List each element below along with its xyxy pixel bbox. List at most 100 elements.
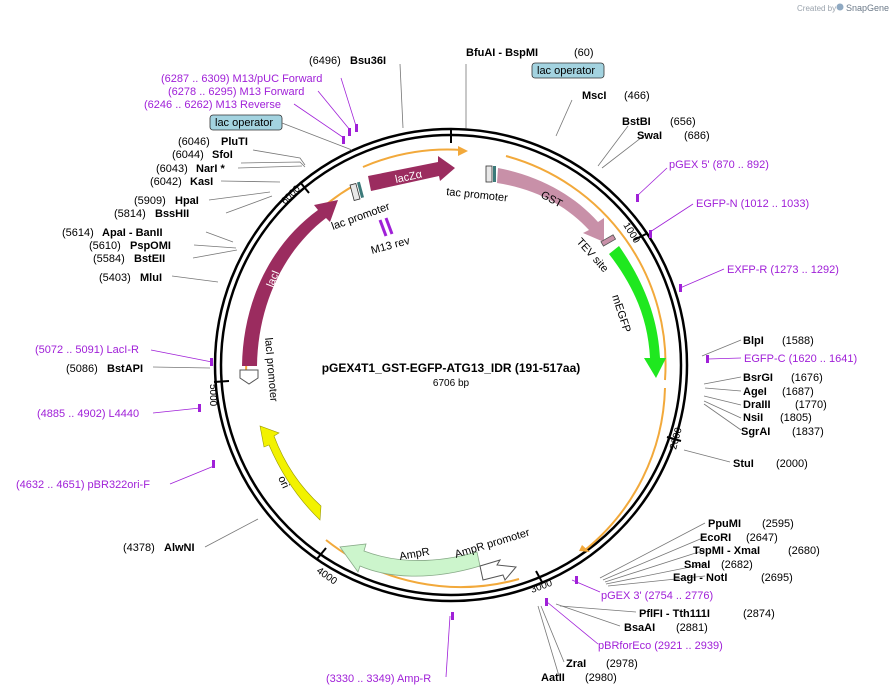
- feature-laci-promoter-label: lacI promoter: [262, 337, 280, 402]
- branding-name: SnapGene: [846, 3, 889, 13]
- site-blpi-pos: (1588): [782, 335, 814, 347]
- feature-laci-promoter[interactable]: lacI promoter: [239, 337, 280, 403]
- lac-operator-2[interactable]: lac operator: [531, 62, 605, 79]
- site-blpi[interactable]: BlpI: [743, 335, 764, 347]
- site-stui[interactable]: StuI: [733, 458, 754, 470]
- feature-lacza[interactable]: lacZα: [368, 156, 455, 191]
- site-pspomi-pos: (5610): [89, 240, 121, 252]
- site-mlui[interactable]: MluI: [140, 272, 162, 284]
- site-bstapi[interactable]: BstAPI: [107, 363, 143, 375]
- lac-operator-2-label: lac operator: [537, 65, 595, 77]
- site-bstbi[interactable]: BstBI: [622, 116, 651, 128]
- site-ppumi[interactable]: PpuMI: [708, 518, 741, 530]
- site-smai-pos: (2682): [721, 559, 753, 571]
- site-bstbi-pos: (656): [670, 116, 696, 128]
- site-msci-pos: (466): [624, 90, 650, 102]
- site-hpai[interactable]: HpaI: [175, 195, 199, 207]
- lac-operator-1[interactable]: lac operator: [209, 114, 283, 131]
- site-alwni-pos: (4378): [123, 542, 155, 554]
- site-leader-lines: [152, 63, 742, 677]
- branding-prefix: Created by: [797, 4, 836, 13]
- site-stui-pos: (2000): [776, 458, 808, 470]
- site-bsrgi-pos: (1676): [791, 372, 823, 384]
- site-tspmi-pos: (2680): [788, 545, 820, 557]
- site-apai-pos: (5614): [62, 227, 94, 239]
- site-eagi[interactable]: EagI - NotI: [673, 572, 727, 584]
- primer-pgex3[interactable]: pGEX 3' (2754 .. 2776): [601, 590, 713, 602]
- site-bfuai[interactable]: BfuAI - BspMI: [466, 47, 538, 59]
- site-ecori-pos: (2647): [746, 532, 778, 544]
- primer-exfpr[interactable]: EXFP-R (1273 .. 1292): [727, 264, 839, 276]
- site-sgrai[interactable]: SgrAI: [741, 426, 770, 438]
- feature-laci[interactable]: lacI: [242, 200, 338, 366]
- site-nari-pos: (6043): [156, 163, 188, 175]
- site-bstapi-pos: (5086): [66, 363, 98, 375]
- plasmid-size: 6706 bp: [433, 378, 470, 389]
- site-sfoi[interactable]: SfoI: [212, 149, 233, 161]
- primer-lacir[interactable]: (5072 .. 5091) LacI-R: [35, 344, 139, 356]
- site-msci[interactable]: MscI: [582, 90, 606, 102]
- site-zrai[interactable]: ZraI: [566, 658, 586, 670]
- primer-l4440[interactable]: (4885 .. 4902) L4440: [37, 408, 139, 420]
- tick-1000: 1000: [620, 221, 641, 246]
- site-alwni[interactable]: AlwNI: [164, 542, 195, 554]
- m13-rev-label: M13 rev: [370, 235, 412, 257]
- site-agei-pos: (1687): [782, 386, 814, 398]
- feature-ampr-promoter-label: AmpR promoter: [453, 527, 531, 561]
- site-plutI[interactable]: PluTI: [221, 136, 248, 148]
- site-bsshii[interactable]: BssHII: [155, 208, 189, 220]
- site-bsaai[interactable]: BsaAI: [624, 622, 655, 634]
- site-bsteii[interactable]: BstEII: [134, 253, 165, 265]
- site-plutI-pos: (6046): [178, 136, 210, 148]
- primer-pgex5[interactable]: pGEX 5' (870 .. 892): [669, 159, 769, 171]
- site-nsii[interactable]: NsiI: [743, 412, 763, 424]
- feature-ori[interactable]: ori: [259, 425, 322, 521]
- site-tspmi[interactable]: TspMI - XmaI: [693, 545, 760, 557]
- feature-ampr[interactable]: AmpR: [339, 543, 481, 577]
- site-kasi[interactable]: KasI: [190, 176, 213, 188]
- site-zrai-pos: (2978): [606, 658, 638, 670]
- site-pflfi-pos: (2874): [743, 608, 775, 620]
- primer-egfpn[interactable]: EGFP-N (1012 .. 1033): [696, 198, 809, 210]
- tac-promoter-label-1: tac promoter: [446, 186, 509, 204]
- primer-marks: [198, 124, 709, 620]
- site-draiii-pos: (1770): [795, 399, 827, 411]
- site-kasi-pos: (6042): [150, 176, 182, 188]
- orf-arrowheads: [458, 146, 590, 552]
- site-swai-pos: (686): [684, 130, 710, 142]
- site-draiii[interactable]: DraIII: [743, 399, 771, 411]
- site-pspomi[interactable]: PspOMI: [130, 240, 171, 252]
- primer-egfpc[interactable]: EGFP-C (1620 .. 1641): [744, 353, 857, 365]
- site-apai[interactable]: ApaI - BanII: [102, 227, 163, 239]
- site-smai[interactable]: SmaI: [684, 559, 710, 571]
- site-swai[interactable]: SwaI: [637, 130, 662, 142]
- site-bsteii-pos: (5584): [93, 253, 125, 265]
- primer-pbr322[interactable]: (4632 .. 4651) pBR322ori-F: [16, 479, 150, 491]
- site-ppumi-pos: (2595): [762, 518, 794, 530]
- lac-operator-1-label: lac operator: [215, 117, 273, 129]
- site-bsaai-pos: (2881): [676, 622, 708, 634]
- feature-ampr-promoter[interactable]: AmpR promoter: [453, 527, 531, 581]
- primer-m13rev[interactable]: (6246 .. 6262) M13 Reverse: [144, 99, 281, 111]
- site-bsrgi[interactable]: BsrGI: [743, 372, 773, 384]
- site-agei[interactable]: AgeI: [743, 386, 767, 398]
- site-pflfi[interactable]: PflFI - Tth111I: [639, 608, 710, 620]
- site-bsu36i-pos: (6496): [309, 55, 341, 67]
- feature-lacza-label: lacZα: [394, 168, 424, 186]
- m13-rev-mark: [378, 217, 394, 237]
- site-nari[interactable]: NarI *: [196, 163, 225, 175]
- site-bsu36i[interactable]: Bsu36I: [350, 55, 386, 67]
- site-ecori[interactable]: EcoRI: [700, 532, 731, 544]
- tick-4000: 4000: [314, 565, 339, 587]
- site-sfoi-pos: (6044): [172, 149, 204, 161]
- primer-pbrfor[interactable]: pBRforEco (2921 .. 2939): [598, 640, 723, 652]
- site-hpai-pos: (5909): [134, 195, 166, 207]
- tick-5000: 5000: [207, 384, 218, 407]
- plasmid-name: pGEX4T1_GST-EGFP-ATG13_IDR (191-517aa): [322, 361, 581, 375]
- primer-ampr[interactable]: (3330 .. 3349) Amp-R: [326, 673, 431, 685]
- site-aatii[interactable]: AatII: [541, 672, 565, 684]
- primer-m13fwd[interactable]: (6278 .. 6295) M13 Forward: [168, 86, 304, 98]
- primer-m13puc[interactable]: (6287 .. 6309) M13/pUC Forward: [161, 73, 322, 85]
- site-nsii-pos: (1805): [780, 412, 812, 424]
- feature-ampr-label: AmpR: [398, 546, 430, 563]
